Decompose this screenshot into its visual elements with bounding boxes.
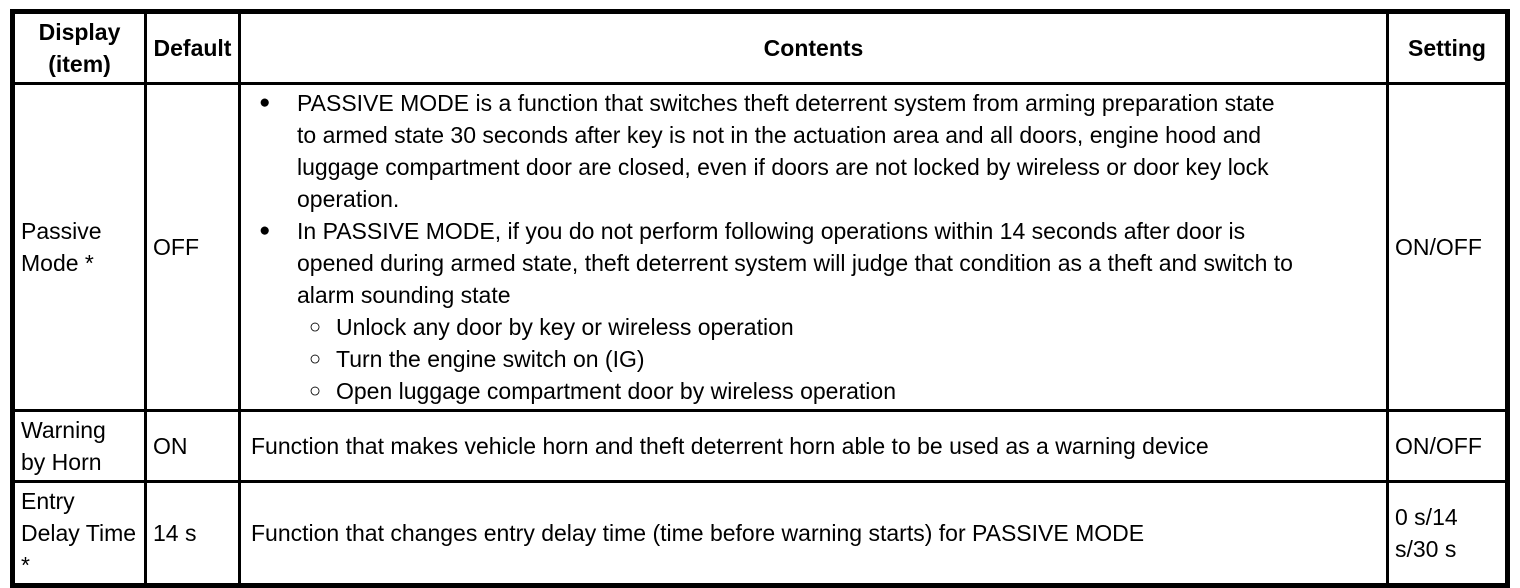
sub-bullet-text: Open luggage compartment door by wireles… <box>336 378 896 404</box>
header-default: Default <box>144 10 241 85</box>
bullet-text: In PASSIVE MODE, if you do not perform f… <box>297 218 1293 308</box>
circle-bullet-icon: ○ <box>309 316 322 338</box>
list-item: ● In PASSIVE MODE, if you do not perform … <box>251 215 1378 311</box>
list-item: ● PASSIVE MODE is a function that switche… <box>251 87 1378 215</box>
table-row-warning-by-horn: Warning by Horn ON Function that makes v… <box>11 409 1509 483</box>
cell-default-value: 14 s <box>144 480 241 587</box>
filled-bullet-icon: ● <box>259 92 271 113</box>
circle-bullet-icon: ○ <box>309 380 322 402</box>
sub-bullet-text: Turn the engine switch on (IG) <box>336 346 645 372</box>
cell-contents: ● PASSIVE MODE is a function that switche… <box>238 82 1389 412</box>
cell-display-item: Warning by Horn <box>11 409 147 483</box>
settings-table: Display (item) Default Contents Setting … <box>10 9 1510 588</box>
table-row-entry-delay-time: Entry Delay Time * 14 s Function that ch… <box>11 480 1509 587</box>
cell-default-value: ON <box>144 409 241 483</box>
list-item: ○ Open luggage compartment door by wirele… <box>251 375 1378 407</box>
table-header-row: Display (item) Default Contents Setting <box>11 10 1509 85</box>
cell-contents: Function that makes vehicle horn and the… <box>238 409 1389 483</box>
cell-contents: Function that changes entry delay time (… <box>238 480 1389 587</box>
sub-bullet-text: Unlock any door by key or wireless opera… <box>336 314 794 340</box>
table-row-passive-mode: Passive Mode * OFF ● PASSIVE MODE is a fu… <box>11 82 1509 412</box>
list-item: ○ Unlock any door by key or wireless oper… <box>251 311 1378 343</box>
circle-bullet-icon: ○ <box>309 348 322 370</box>
cell-default-value: OFF <box>144 82 241 412</box>
cell-setting-value: ON/OFF <box>1386 409 1509 483</box>
cell-display-item: Entry Delay Time * <box>11 480 147 587</box>
bullet-text: PASSIVE MODE is a function that switches… <box>297 90 1275 212</box>
cell-setting-value: 0 s/14 s/30 s <box>1386 480 1509 587</box>
header-display-item: Display (item) <box>11 10 147 85</box>
header-setting: Setting <box>1386 10 1509 85</box>
header-contents: Contents <box>238 10 1389 85</box>
list-item: ○ Turn the engine switch on (IG) <box>251 343 1378 375</box>
contents-bullet-list: ● PASSIVE MODE is a function that switche… <box>251 87 1378 407</box>
cell-setting-value: ON/OFF <box>1386 82 1509 412</box>
filled-bullet-icon: ● <box>259 220 271 241</box>
cell-display-item: Passive Mode * <box>11 82 147 412</box>
